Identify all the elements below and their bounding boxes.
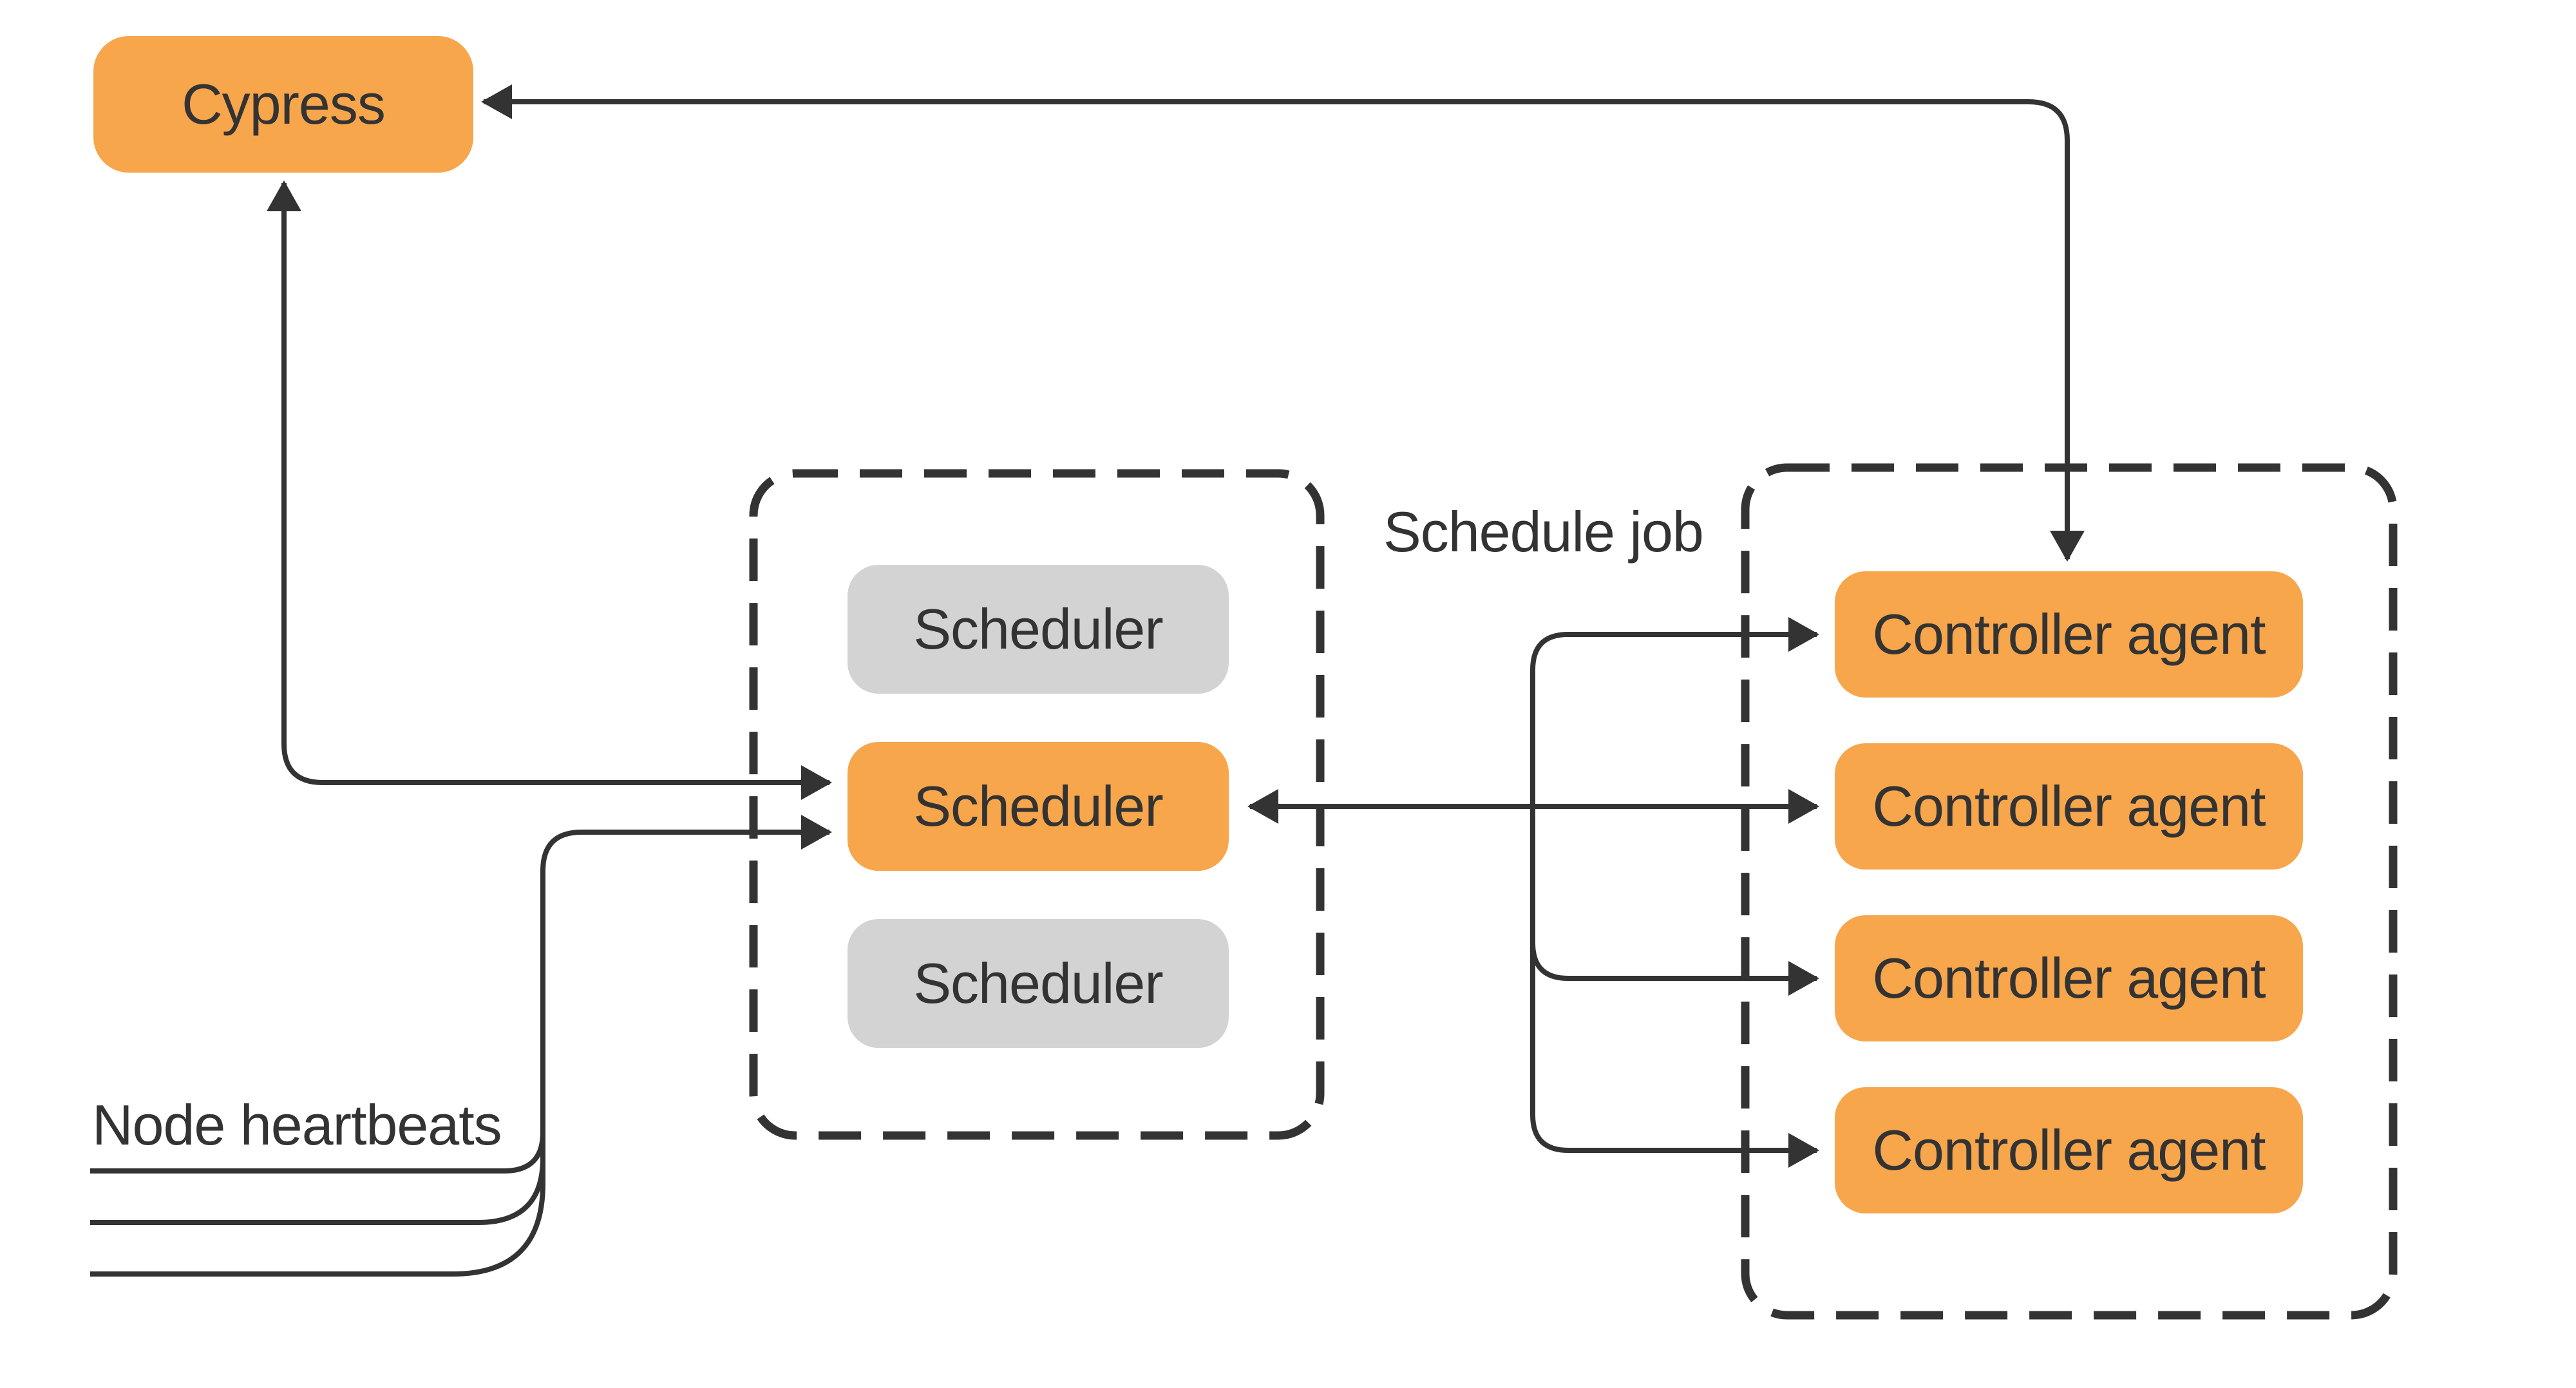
edge-branch-controller-agent-4 bbox=[1530, 806, 1819, 1168]
node-scheduler-3-label: Scheduler bbox=[913, 951, 1163, 1015]
node-controller-agent-2-label: Controller agent bbox=[1872, 774, 2266, 838]
node-scheduler-1-label: Scheduler bbox=[913, 597, 1163, 661]
edge-branch-controller-agent-3 bbox=[1530, 806, 1819, 996]
node-cypress-label: Cypress bbox=[182, 72, 386, 136]
edge-cypress-controller-agent-1 bbox=[481, 84, 2085, 562]
node-controller-agent-2: Controller agent bbox=[1835, 743, 2303, 870]
node-scheduler-1: Scheduler bbox=[848, 565, 1229, 694]
node-controller-agent-1-label: Controller agent bbox=[1872, 602, 2266, 666]
node-heartbeats-label: Node heartbeats bbox=[92, 1093, 502, 1157]
node-scheduler-2: Scheduler bbox=[848, 742, 1229, 871]
schedule-job-label: Schedule job bbox=[1383, 500, 1704, 564]
node-controller-agent-3: Controller agent bbox=[1835, 915, 2303, 1041]
edge-branch-controller-agent-1 bbox=[1530, 617, 1819, 806]
edge-node-heartbeat-2 bbox=[90, 915, 545, 1225]
node-controller-agent-1: Controller agent bbox=[1835, 571, 2303, 698]
edge-node-heartbeat-3 bbox=[90, 934, 545, 1277]
edge-cypress-scheduler bbox=[267, 180, 832, 800]
node-scheduler-3: Scheduler bbox=[848, 919, 1229, 1048]
node-controller-agent-4: Controller agent bbox=[1835, 1087, 2303, 1213]
node-cypress: Cypress bbox=[93, 36, 473, 173]
node-controller-agent-3-label: Controller agent bbox=[1872, 946, 2266, 1010]
node-controller-agent-4-label: Controller agent bbox=[1872, 1118, 2266, 1182]
node-scheduler-2-label: Scheduler bbox=[913, 774, 1163, 838]
